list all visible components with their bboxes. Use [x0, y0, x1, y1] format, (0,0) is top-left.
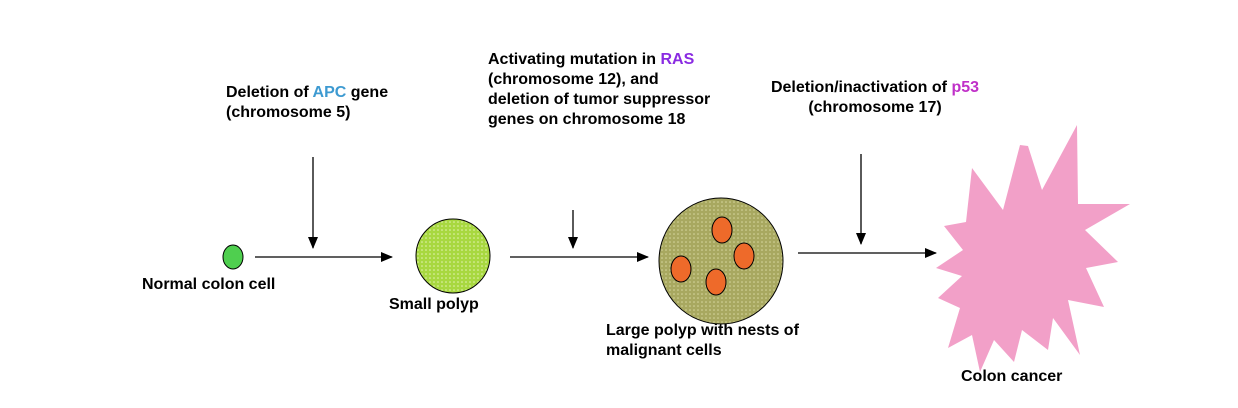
malignant-nest	[670, 255, 692, 283]
ras-event-line2: (chromosome 12), and	[488, 71, 659, 88]
p53-event-line1: Deletion/inactivation of p53	[750, 78, 1000, 98]
p53-pre-text: Deletion/inactivation of	[770, 79, 952, 96]
apc-gene-name: APC	[312, 84, 347, 101]
malignant-nest	[733, 242, 755, 270]
small-polyp-label: Small polyp	[389, 296, 479, 313]
ras-gene-name: RAS	[660, 51, 695, 68]
normal-cell-label: Normal colon cell	[142, 276, 276, 293]
ras-event-line4: genes on chromosome 18	[488, 111, 686, 128]
p53-event-label: Deletion/inactivation of p53 (chromosome…	[750, 78, 1000, 118]
colon-cancer-shape	[936, 125, 1130, 372]
normal-colon-cell	[222, 244, 244, 270]
ras-event-line3: deletion of tumor suppressor	[488, 91, 711, 108]
large-polyp-shape	[658, 197, 784, 325]
colon-cancer-label: Colon cancer	[961, 368, 1063, 385]
p53-gene-name: p53	[951, 79, 980, 96]
ras-pre-text: Activating mutation in	[488, 51, 661, 68]
apc-pre-text: Deletion of	[226, 84, 313, 101]
large-polyp-line2: malignant cells	[606, 342, 722, 359]
apc-post-text: gene	[346, 84, 389, 101]
p53-event-line2: (chromosome 17)	[808, 99, 942, 116]
ras-event-line1: Activating mutation in RAS	[488, 50, 710, 70]
malignant-nest	[711, 216, 733, 244]
small-polyp-shape	[415, 218, 491, 294]
apc-event-line2: (chromosome 5)	[226, 104, 351, 121]
apc-event-line1: Deletion of APC gene	[226, 83, 388, 103]
ras-event-label: Activating mutation in RAS (chromosome 1…	[488, 50, 710, 130]
large-polyp-line1: Large polyp with nests of	[606, 322, 799, 339]
large-polyp-label: Large polyp with nests of malignant cell…	[606, 321, 846, 361]
apc-event-label: Deletion of APC gene (chromosome 5)	[226, 83, 388, 123]
malignant-nest	[705, 268, 727, 296]
